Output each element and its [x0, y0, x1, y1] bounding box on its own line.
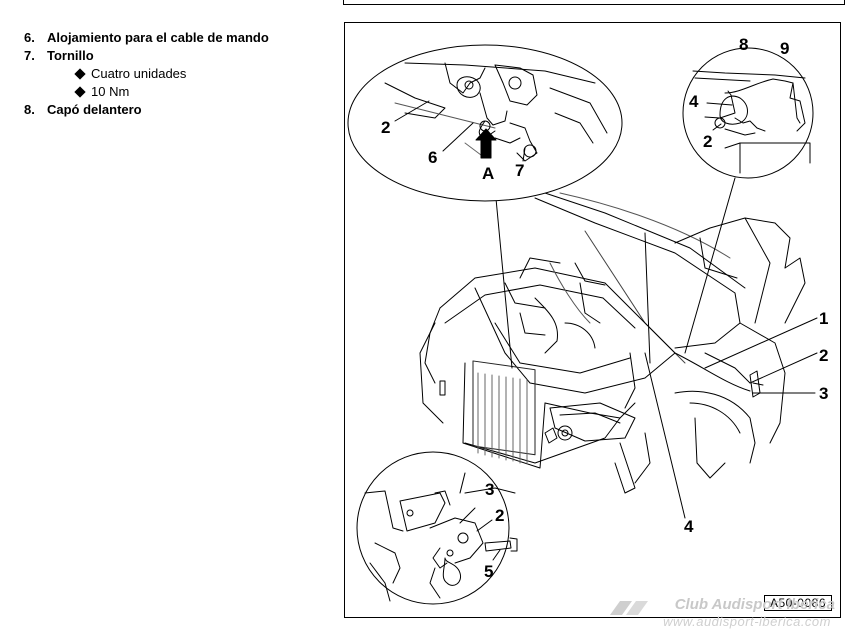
- detail-callout-7: 7: [515, 161, 525, 180]
- club-logo-icon: [610, 601, 648, 615]
- figure-code: A50-0086: [763, 595, 832, 611]
- technical-figure: 1 2 3 4 2 6 A 7 8 9 4 2 3 2 5 A50-0086: [344, 22, 841, 618]
- legend-item-number: 8.: [24, 102, 35, 117]
- legend-item-6: 6. Alojamiento para el cable de mando: [24, 29, 269, 47]
- legend-list: 6. Alojamiento para el cable de mando 7.…: [24, 29, 269, 119]
- detail-callout-A: A: [482, 164, 495, 183]
- detail-callout-6: 6: [428, 148, 438, 167]
- callout-1: 1: [819, 309, 829, 328]
- detail-callout-5: 5: [484, 562, 494, 581]
- callout-2: 2: [819, 346, 829, 365]
- detail-callout-2: 2: [381, 118, 391, 137]
- legend-subitem-quantity: Cuatro unidades: [24, 65, 269, 83]
- callout-3: 3: [819, 384, 829, 403]
- detail-callout-4: 4: [689, 92, 699, 111]
- car-body-lines: [419, 177, 818, 519]
- diamond-bullet-icon: [74, 68, 86, 80]
- watermark-club-name: Club Audisport Iberica: [674, 596, 835, 613]
- detail-hood-catch: [682, 47, 814, 179]
- legend-item-8: 8. Capó delantero: [24, 101, 269, 119]
- legend-subitem-torque: 10 Nm: [24, 83, 269, 101]
- detail-bracket: [356, 451, 518, 605]
- legend-subitem-label: 10 Nm: [91, 84, 130, 99]
- callout-4: 4: [684, 517, 694, 536]
- detail-callout-9: 9: [780, 39, 790, 58]
- car-front-drawing: [347, 44, 818, 605]
- legend-item-label: Capó delantero: [47, 102, 142, 117]
- legend-item-number: 7.: [24, 48, 35, 63]
- legend-item-number: 6.: [24, 30, 35, 45]
- watermark: Club Audisport Iberica www.audisport-ibe…: [600, 593, 847, 633]
- legend-item-7: 7. Tornillo: [24, 47, 269, 65]
- legend-item-label: Tornillo: [47, 48, 94, 63]
- detail-callout-2: 2: [495, 506, 505, 525]
- detail-callout-2: 2: [703, 132, 713, 151]
- legend-subitem-label: Cuatro unidades: [91, 66, 187, 81]
- diamond-bullet-icon: [74, 86, 86, 98]
- watermark-url: www.audisport-iberica.com: [663, 614, 831, 629]
- legend-item-label: Alojamiento para el cable de mando: [47, 30, 269, 45]
- detail-callout-8: 8: [739, 35, 749, 54]
- detail-callout-3: 3: [485, 480, 495, 499]
- detail-hood-lock: [347, 44, 623, 202]
- previous-figure-frame: [343, 0, 845, 5]
